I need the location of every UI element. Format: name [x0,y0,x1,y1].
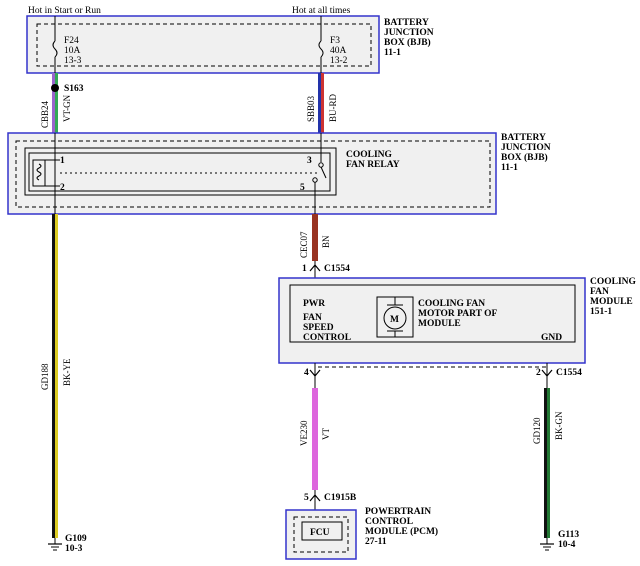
wire-gd188 [52,186,58,538]
wire-ve230-circuit: VE230 [299,420,309,446]
svg-text:11-1: 11-1 [384,48,401,58]
fuse-f3-name: F3 [330,36,340,46]
relay-coil [32,159,60,187]
wire-cbb24-circuit: CBB24 [40,100,50,128]
svg-text:MODULE (PCM): MODULE (PCM) [365,526,438,537]
relay-pin-5: 5 [300,183,305,193]
pcm-box: FCU [285,509,357,560]
wire-cec07-circuit: CEC07 [299,231,309,258]
fuse-f24-ref: 13-3 [64,56,82,66]
fuse-f3-ref: 13-2 [330,56,348,66]
fan-module-pwr-label: PWR [303,299,325,309]
cooling-fan-module-title: COOLING FAN MODULE 151-1 [590,277,637,317]
fan-module-gnd-label: GND [541,333,562,343]
wire-cbb24-color: VT-GN [62,94,72,122]
svg-text:FAN: FAN [590,287,609,297]
svg-text:BOX (BJB): BOX (BJB) [501,152,548,163]
connector-c1554-top-pin: 1 [302,264,307,274]
fuse-f3: F3 40A 13-2 [318,16,348,73]
ground-g113-ref: 10-4 [558,540,576,550]
wire-gd120-color: BK-GN [554,411,564,440]
svg-text:MODULE: MODULE [590,297,633,307]
cooling-fan-motor-label: COOLING FAN MOTOR PART OF MODULE [418,299,498,329]
wire-sbb03-circuit: SBB03 [306,95,316,122]
connector-c1554-left-pin: 4 [304,368,309,378]
svg-text:MOTOR PART OF: MOTOR PART OF [418,309,498,319]
cooling-fan-module-box [278,277,586,364]
svg-text:FAN: FAN [303,313,322,323]
hot-in-start-run-label: Hot in Start or Run [28,6,101,16]
wire-cec07-color: BN [321,235,331,248]
wire-gd188-circuit: GD188 [40,363,50,390]
splice-s163-label: S163 [64,84,84,94]
relay-switch [312,133,327,214]
wire-cec07 [312,214,318,261]
svg-text:COOLING: COOLING [346,150,393,160]
wire-ve230-color: VT [321,428,331,440]
fuse-f24: F24 10A 13-3 [52,16,82,73]
svg-text:SPEED: SPEED [303,323,334,333]
svg-text:BOX (BJB): BOX (BJB) [384,37,431,48]
relay-pin-3: 3 [307,156,312,166]
svg-text:11-1: 11-1 [501,163,518,173]
pcm-title: POWERTRAIN CONTROL MODULE (PCM) 27-11 [365,507,438,547]
svg-text:CONTROL: CONTROL [365,517,413,527]
svg-text:CONTROL: CONTROL [303,333,351,343]
splice-s163 [51,84,59,92]
ground-g109-name: G109 [65,534,87,544]
wire-sbb03-color: BU-RD [328,93,338,122]
svg-text:27-11: 27-11 [365,537,387,547]
svg-text:BATTERY: BATTERY [384,18,429,28]
connector-c1554-top-name: C1554 [324,264,350,274]
fan-speed-control-label: FAN SPEED CONTROL [303,313,351,343]
bjb-top-title: BATTERY JUNCTION BOX (BJB) 11-1 [384,18,434,58]
hot-at-all-times-label: Hot at all times [292,6,351,16]
bjb-top-box [26,15,380,74]
fuse-f24-rating: 10A [64,46,81,56]
motor-symbol-letter: M [390,315,399,325]
svg-text:JUNCTION: JUNCTION [384,28,434,38]
connector-c1915b-name: C1915B [324,493,357,503]
motor-icon: M [383,297,407,337]
svg-text:COOLING FAN: COOLING FAN [418,299,485,309]
ground-g109-ref: 10-3 [65,544,83,554]
svg-text:MODULE: MODULE [418,319,461,329]
wire-gd188-color: BK-YE [62,358,72,386]
bjb-relay-title: BATTERY JUNCTION BOX (BJB) 11-1 [501,133,551,173]
fuse-f3-rating: 40A [330,46,347,56]
fuse-f24-name: F24 [64,36,79,46]
connector-c1554-right-pin: 2 [536,368,541,378]
wire-cbb24 [52,73,58,133]
svg-text:BATTERY: BATTERY [501,133,546,143]
cooling-fan-relay-label: COOLING FAN RELAY [346,150,400,170]
wire-ve230 [312,388,318,490]
relay-pin-1: 1 [60,156,65,166]
connector-c1554-right-name: C1554 [556,368,582,378]
ground-g113-name: G113 [558,530,579,540]
connector-c1915b-pin: 5 [304,493,309,503]
wire-gd120-circuit: GD120 [532,417,542,444]
svg-text:JUNCTION: JUNCTION [501,143,551,153]
pcm-unit-fcu: FCU [310,528,330,538]
wire-sbb03 [318,73,324,133]
svg-text:POWERTRAIN: POWERTRAIN [365,507,431,517]
wire-gd120 [544,388,550,538]
relay-pin-2: 2 [60,183,65,193]
svg-text:FAN RELAY: FAN RELAY [346,160,400,170]
svg-text:COOLING: COOLING [590,277,637,287]
ground-g113-symbol [540,538,554,551]
svg-text:151-1: 151-1 [590,307,612,317]
ground-g109-symbol [48,538,62,551]
